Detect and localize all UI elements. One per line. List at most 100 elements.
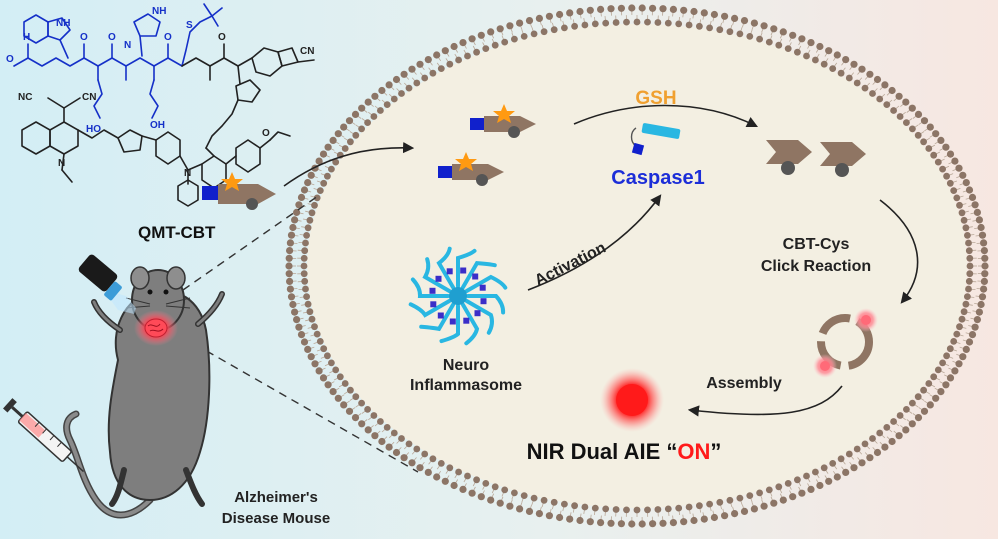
membrane-bead xyxy=(491,483,499,491)
membrane-bead xyxy=(520,492,528,499)
membrane-bead xyxy=(736,30,744,38)
membrane-bead xyxy=(965,247,973,255)
membrane-bead xyxy=(866,70,874,78)
mouse-ear-left xyxy=(130,266,150,290)
star-icon xyxy=(455,152,477,171)
membrane-bead xyxy=(550,498,558,506)
membrane-bead xyxy=(383,101,391,108)
membrane-bead xyxy=(429,69,437,77)
membrane-bead xyxy=(459,39,467,47)
membrane-bead xyxy=(966,270,974,278)
atom-label-o-4: O xyxy=(218,32,226,43)
membrane-bead xyxy=(297,331,306,339)
membrane-bead xyxy=(925,145,933,152)
membrane-bead xyxy=(731,14,739,22)
inflammasome-arm xyxy=(439,304,460,344)
membrane-bead xyxy=(700,515,708,523)
thiophene-ring xyxy=(117,129,143,153)
atom-label-o-2: O xyxy=(108,32,116,43)
membrane-bead xyxy=(336,373,344,381)
membrane-bead xyxy=(581,21,589,29)
membrane-bead xyxy=(750,505,759,513)
membrane-bead xyxy=(324,143,332,151)
membrane-bead xyxy=(837,69,845,77)
callout-line-lower xyxy=(169,329,419,473)
cleaved-peptide-fragment xyxy=(641,123,681,139)
membrane-bead xyxy=(371,92,379,100)
membrane-bead xyxy=(561,500,568,508)
inflammasome-label-line1: Neuro xyxy=(443,357,489,374)
membrane-bead xyxy=(842,468,850,476)
membrane-bead xyxy=(378,437,386,446)
membrane-bead xyxy=(433,51,441,59)
membrane-bead xyxy=(756,489,763,497)
atom-label-s: S xyxy=(186,20,193,31)
mouse-label-line1: Alzheimer's xyxy=(234,489,318,506)
membrane-bead xyxy=(937,136,945,144)
mouse-ear-right xyxy=(166,266,186,290)
membrane-bead xyxy=(446,60,454,68)
aryl-ring-phenyl xyxy=(177,179,199,207)
membrane-bead xyxy=(654,506,662,513)
membrane-bead xyxy=(307,353,315,361)
membrane-bead xyxy=(850,464,858,472)
membrane-bead xyxy=(908,420,916,428)
membrane-bead xyxy=(421,450,429,458)
membrane-bead xyxy=(690,7,698,16)
membrane-bead xyxy=(951,157,959,165)
membrane-bead xyxy=(364,406,371,413)
membrane-bead xyxy=(545,12,554,20)
atom-label-n: N xyxy=(124,40,131,51)
neuro-inflammasome-icon xyxy=(408,246,508,346)
membrane-bead xyxy=(308,315,316,323)
membrane-bead xyxy=(937,388,945,396)
probe-blue-block xyxy=(202,186,220,200)
membrane-bead xyxy=(291,216,299,224)
membrane-bead xyxy=(760,502,768,510)
membrane-bead xyxy=(638,520,646,528)
mouse-illustration xyxy=(63,266,225,519)
membrane-bead xyxy=(685,503,693,511)
membrane-bead xyxy=(302,239,309,247)
membrane-bead xyxy=(378,86,386,95)
membrane-bead xyxy=(775,483,783,491)
atom-label-n-amine: N xyxy=(184,168,191,179)
membrane-bead xyxy=(833,473,841,481)
membrane-bead xyxy=(383,424,391,431)
membrane-bead xyxy=(965,338,974,346)
membrane-bead xyxy=(455,56,462,64)
membrane-bead xyxy=(881,443,889,451)
membrane-bead xyxy=(459,485,467,493)
membrane-bead xyxy=(977,223,985,232)
membrane-bead xyxy=(315,367,323,375)
membrane-bead xyxy=(775,41,783,49)
membrane-bead xyxy=(978,293,987,301)
inflammasome-dot xyxy=(460,267,467,274)
membrane-bead xyxy=(853,445,861,453)
membrane-bead xyxy=(525,507,534,515)
mouse-eye-right xyxy=(163,289,169,295)
probe-lower xyxy=(438,152,504,186)
membrane-bead xyxy=(501,38,509,46)
membrane-bead xyxy=(980,247,989,255)
membrane-bead xyxy=(450,481,458,490)
probe-upper xyxy=(470,104,536,138)
cbt-and-fluorophore xyxy=(21,43,315,207)
membrane-bead xyxy=(329,388,337,396)
membrane-bead xyxy=(980,277,989,285)
membrane-bead xyxy=(965,285,972,293)
membrane-bead xyxy=(286,277,294,285)
membrane-bead xyxy=(291,308,299,316)
readout-on: ON xyxy=(677,439,710,464)
membrane-bead xyxy=(770,25,778,33)
membrane-bead xyxy=(716,498,724,506)
callout-line-upper xyxy=(159,195,319,307)
membrane-bead xyxy=(477,493,485,501)
membrane-bead xyxy=(550,26,558,34)
membrane-bead xyxy=(958,209,966,217)
mouse-label-line2: Disease Mouse xyxy=(222,510,330,527)
membrane-bead xyxy=(883,101,891,108)
membrane-bead xyxy=(628,4,636,12)
membrane-bead xyxy=(437,460,445,467)
membrane-bead xyxy=(516,505,524,513)
